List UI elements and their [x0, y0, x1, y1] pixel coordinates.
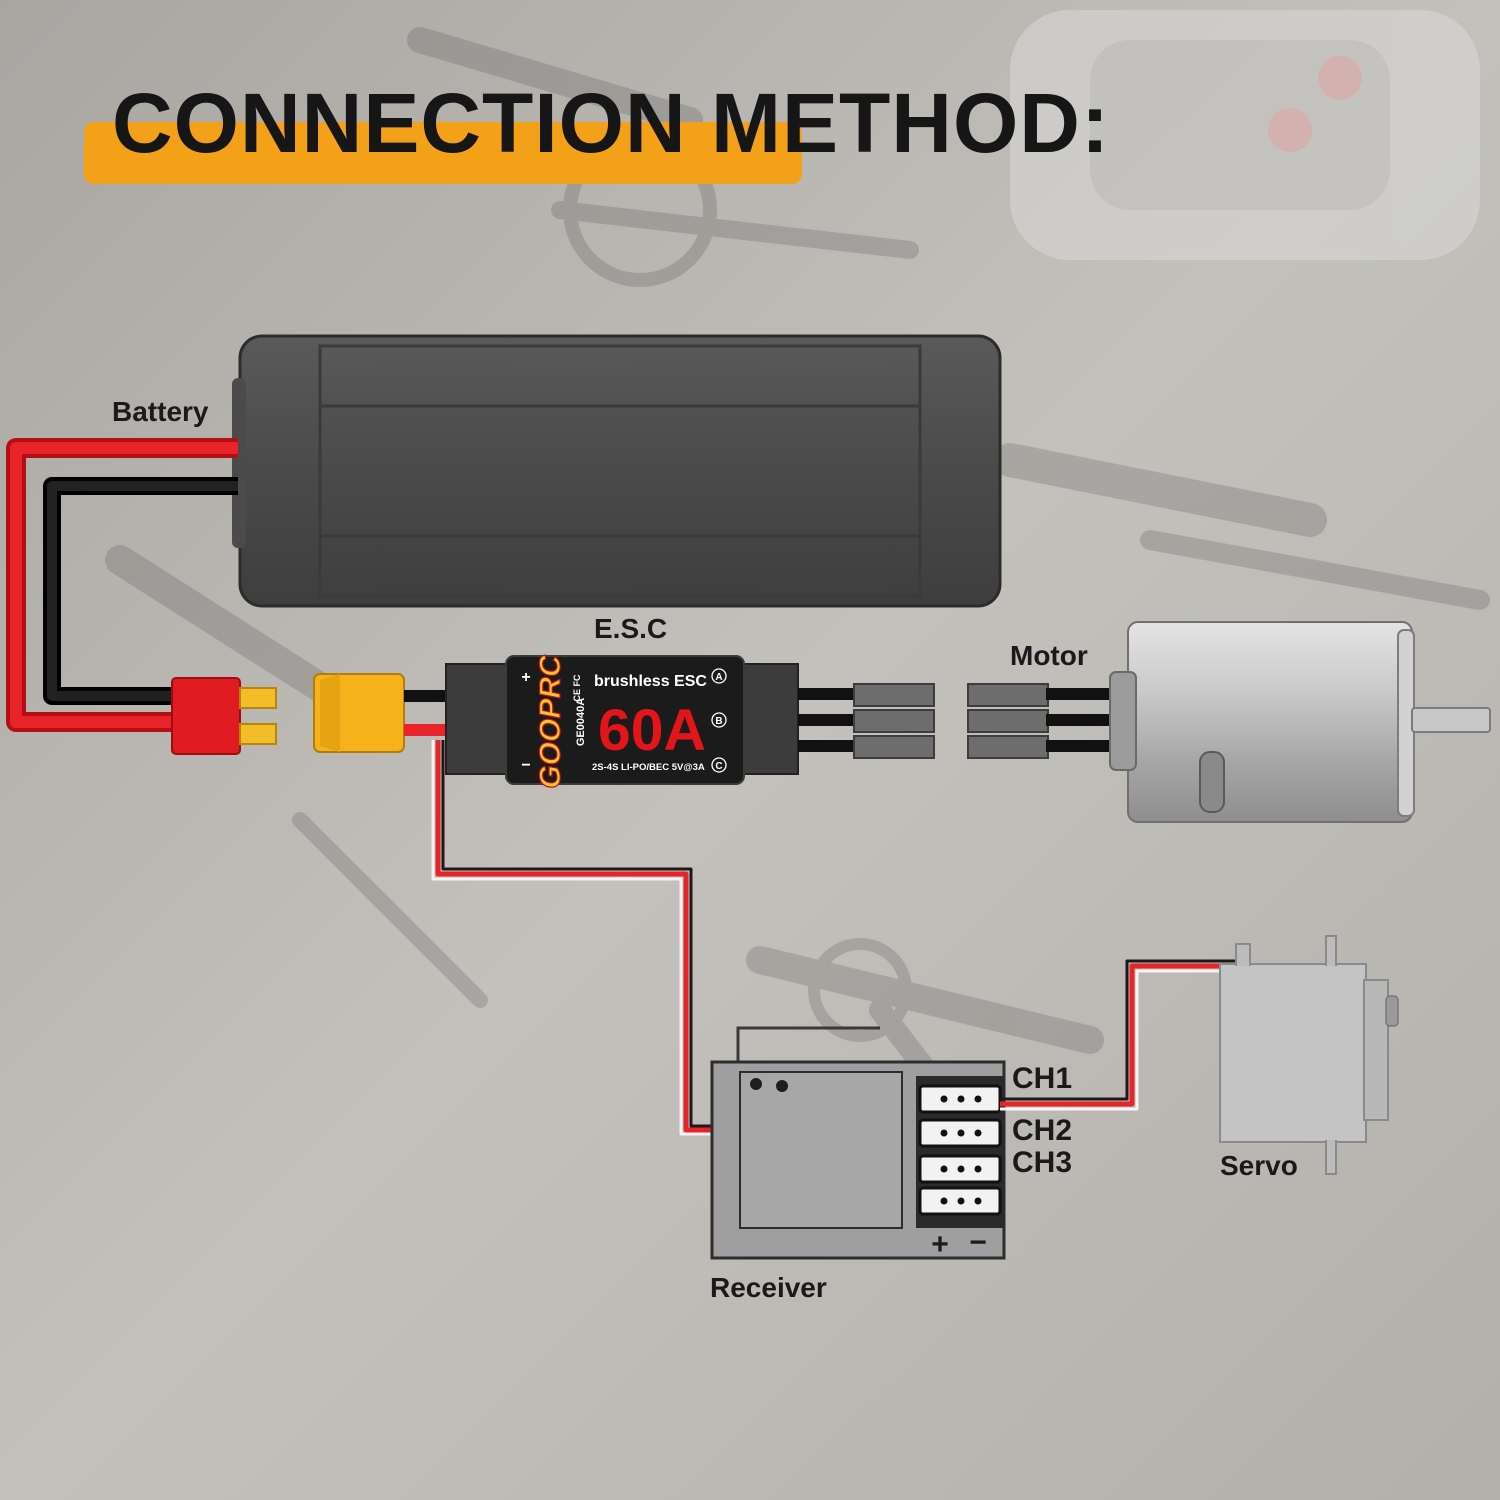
esc-type-label: brushless ESC [594, 673, 707, 690]
page-title: CONNECTION METHOD: [112, 76, 1110, 170]
receiver-plus-mark: + [931, 1228, 949, 1261]
servo [1219, 935, 1399, 1175]
esc-phase-b: B [715, 716, 722, 727]
ch1-label: CH1 [1012, 1062, 1073, 1095]
receiver-label: Receiver [710, 1272, 827, 1303]
title-highlight-bar [84, 122, 802, 184]
esc-phase-a: A [715, 672, 722, 683]
esc-minus-mark: − [521, 757, 530, 774]
servo-lead [1000, 959, 1236, 1111]
ch2-label: CH2 [1012, 1114, 1073, 1147]
esc-label: E.S.C [594, 613, 668, 644]
esc-motor-wires [798, 683, 1116, 759]
esc-brand-logo: GOOPRC [534, 654, 567, 789]
esc-model-code: GE0040A [575, 698, 587, 746]
battery-leads [6, 438, 238, 732]
esc-phase-c: C [715, 761, 722, 772]
receiver-minus-mark: − [969, 1226, 987, 1259]
esc-plus-mark: + [521, 669, 530, 686]
esc-spec-label: 2S-4S LI-PO/BEC 5V@3A [592, 762, 705, 773]
ch3-label: CH3 [1012, 1146, 1073, 1179]
esc-rating-label: 60A [598, 698, 706, 763]
servo-label: Servo [1220, 1150, 1298, 1181]
t-plug-connector [171, 677, 277, 755]
title-block: CONNECTION METHOD: [84, 78, 1184, 188]
battery-pack [232, 334, 1002, 608]
motor-label: Motor [1010, 640, 1088, 671]
motor [1109, 621, 1491, 823]
esc-body [445, 655, 799, 785]
xt60-connector [313, 673, 405, 753]
battery-label: Battery [112, 396, 209, 427]
receiver-ports [918, 1084, 1002, 1216]
esc-cert-marks: CE FC [572, 674, 582, 702]
esc-phase-markers: A B C [711, 668, 727, 773]
